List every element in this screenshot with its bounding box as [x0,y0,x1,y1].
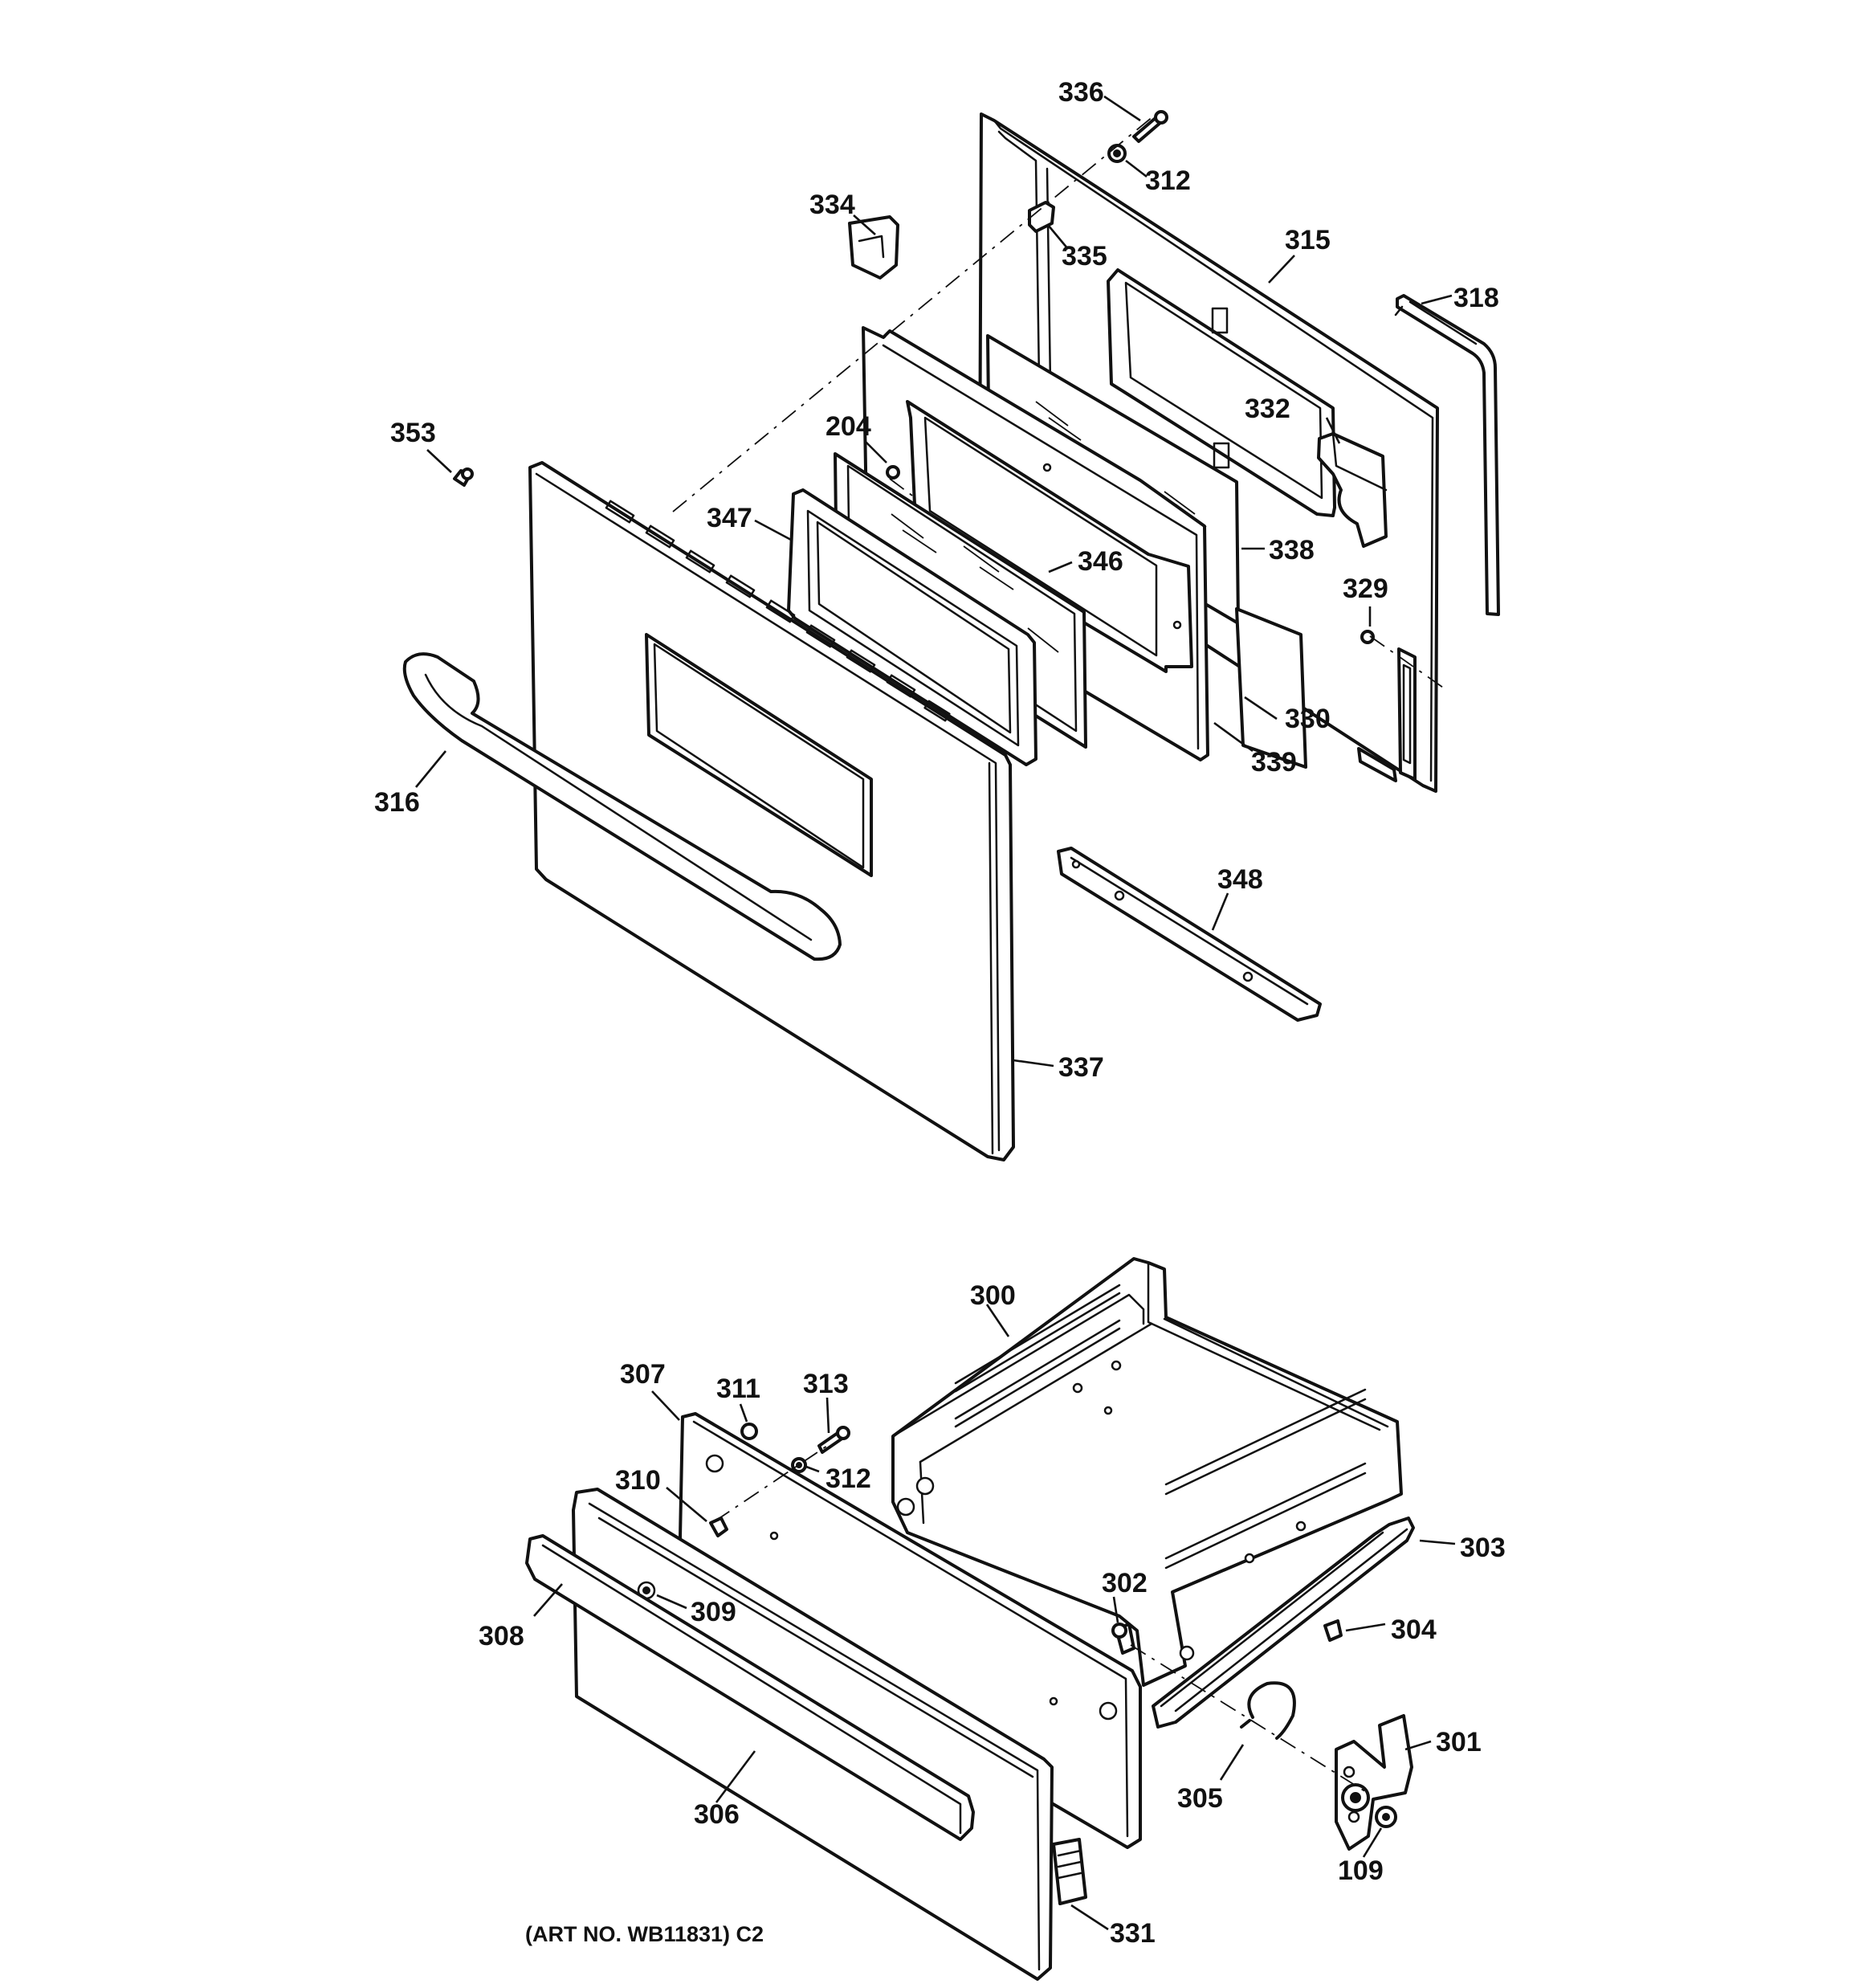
bracket-331 [1052,1838,1087,1905]
washer-312-top [1107,144,1127,163]
callout-302: 302 [1102,1568,1148,1598]
art-number: (ART NO. WB11831) C2 [525,1922,764,1946]
callout-315: 315 [1285,225,1331,255]
callout-307: 307 [620,1359,666,1390]
bottom-channel-348 [1057,847,1322,1022]
outer-door-panel-337 [528,461,1015,1161]
hinge-bracket-332 [1317,432,1388,548]
callout-309: 309 [691,1597,736,1627]
nut-311 [740,1423,758,1440]
callout-336: 336 [1058,77,1104,108]
callout-348: 348 [1217,864,1263,895]
drawer-rail-303 [1152,1517,1415,1729]
callout-300: 300 [970,1280,1016,1311]
nut-109 [1375,1806,1397,1828]
hinge-block-335 [1028,201,1055,233]
hinge-clip-334 [848,215,899,280]
glass-frame-347 [787,488,1037,766]
callout-332: 332 [1245,394,1290,424]
callout-310: 310 [615,1465,661,1496]
drawer-handle-308 [525,1534,975,1841]
callout-109: 109 [1338,1855,1384,1886]
callout-353: 353 [390,418,436,448]
callout-304: 304 [1391,1614,1437,1645]
callout-334: 334 [809,190,855,220]
callout-301: 301 [1436,1727,1482,1757]
callout-313: 313 [803,1369,849,1399]
callout-303: 303 [1460,1533,1506,1563]
drawer-body-300 [891,1257,1403,1687]
wire-clip-305 [1240,1681,1296,1740]
insulation-330 [1235,607,1307,769]
callout-316: 316 [374,787,420,818]
stud-302 [1111,1623,1135,1655]
callout-331: 331 [1110,1918,1156,1949]
drawer-inner-panel-307 [678,1412,1142,1849]
alignment-lines-lower [714,1445,1371,1795]
door-liner-panel-315 [978,112,1439,793]
callout-312-bottom: 312 [826,1463,871,1494]
screw-353 [453,467,474,487]
clip-304 [1323,1619,1343,1642]
door-gasket-318 [1394,294,1500,616]
callout-306: 306 [694,1799,740,1830]
screw-336 [1132,110,1168,143]
callout-346: 346 [1078,546,1123,577]
callout-308: 308 [479,1621,524,1651]
callout-305: 305 [1177,1783,1223,1814]
callout-347: 347 [707,503,752,533]
callout-335: 335 [1062,241,1107,271]
door-handle-316 [402,652,842,961]
callout-318: 318 [1453,283,1499,313]
callout-labels: 336 312 334 335 315 318 353 204 332 347 … [374,77,1506,1949]
callout-204: 204 [826,411,871,442]
roller-bracket-301 [1335,1714,1413,1851]
callout-337: 337 [1058,1052,1104,1083]
washer-312-bottom [791,1457,807,1473]
alignment-lines-upper [672,112,1446,690]
callout-leaders [414,95,1456,1931]
callout-312-top: 312 [1145,165,1191,196]
callout-339: 339 [1251,747,1297,778]
callout-338: 338 [1269,535,1315,565]
callout-311: 311 [716,1374,760,1404]
screw-204 [886,465,900,480]
screw-329 [1360,630,1375,644]
callout-329: 329 [1343,574,1388,604]
callout-330: 330 [1285,704,1331,734]
